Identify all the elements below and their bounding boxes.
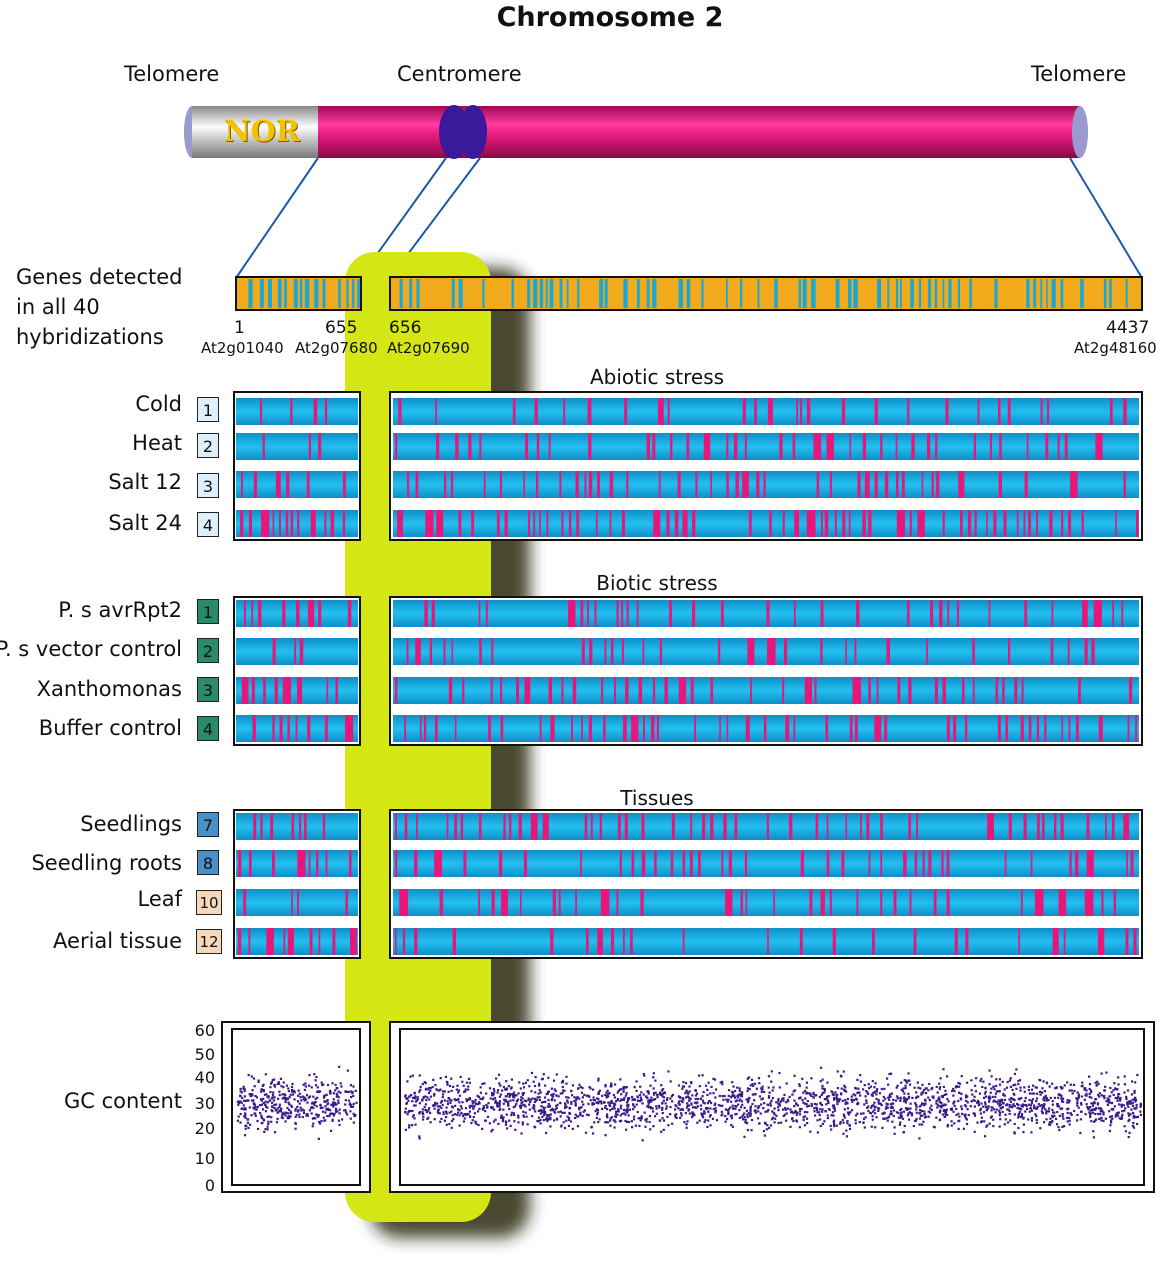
section-title-biotic: Biotic stress	[596, 571, 718, 595]
left-start-id: At2g01040	[201, 339, 284, 357]
track-left	[236, 471, 358, 498]
track-right	[393, 928, 1139, 955]
gc-tick: 10	[194, 1149, 215, 1168]
row-label: Seedling roots	[31, 851, 182, 875]
gc-tick: 20	[194, 1119, 215, 1138]
row-label: Cold	[135, 392, 182, 416]
track-left	[236, 813, 358, 840]
genes-detected-label: Genes detected in all 40 hybridizations	[16, 265, 183, 349]
track-right	[393, 600, 1139, 627]
track-left	[236, 433, 358, 460]
track-left	[236, 889, 358, 916]
expression-tracks	[233, 276, 1143, 959]
gc-tick: 50	[194, 1045, 215, 1064]
row-label: Buffer control	[38, 716, 182, 740]
row-badge: 7	[197, 812, 219, 837]
genes-detected-right-bar	[389, 276, 1143, 311]
row-badge: 1	[197, 397, 219, 422]
right-telomere-label: Telomere	[1031, 62, 1127, 86]
track-right	[393, 471, 1139, 498]
gc-content-label: GC content	[64, 1089, 183, 1113]
row-badge: 1	[197, 599, 219, 624]
track-left	[236, 677, 358, 704]
row-label: Seedlings	[80, 812, 182, 836]
gc-tick: 30	[194, 1094, 215, 1113]
gc-tick: 0	[204, 1176, 215, 1195]
row-badge: 4	[197, 716, 219, 741]
track-right	[393, 889, 1139, 916]
track-right	[393, 715, 1139, 742]
gc-content-plot	[221, 1021, 1155, 1193]
left-start-index: 1	[234, 318, 245, 338]
chromosome-body	[184, 105, 1088, 159]
right-end-index: 4437	[1106, 318, 1150, 338]
figure-title: Chromosome 2	[496, 2, 724, 33]
chromosome-arm	[318, 106, 1080, 158]
row-badge: 3	[197, 677, 219, 702]
nor-region	[192, 106, 318, 158]
gc-left-points	[236, 1065, 358, 1140]
row-label: Salt 12	[108, 470, 182, 494]
track-left	[236, 850, 358, 877]
track-right	[393, 850, 1139, 877]
row-badge: 10	[196, 890, 222, 915]
section-title-tissues: Tissues	[620, 786, 694, 810]
row-badge: 4	[197, 512, 219, 537]
track-right	[393, 510, 1139, 537]
right-start-id: At2g07690	[387, 339, 470, 357]
left-end-index: 655	[325, 318, 358, 338]
row-badge: 3	[197, 473, 219, 498]
row-badge: 12	[196, 929, 222, 954]
row-badge: 2	[197, 638, 219, 663]
left-telomere-label: Telomere	[124, 62, 220, 86]
track-left	[236, 600, 358, 627]
track-left	[236, 638, 358, 665]
track-left	[236, 928, 358, 955]
centromere-label: Centromere	[397, 62, 522, 86]
track-right	[393, 813, 1139, 840]
row-label: Heat	[132, 431, 182, 455]
gc-tick: 40	[194, 1068, 215, 1087]
right-cap	[1072, 106, 1088, 158]
right-start-index: 656	[389, 318, 422, 338]
section-title-abiotic: Abiotic stress	[589, 365, 725, 389]
centromere-right	[459, 105, 487, 159]
row-label: P. s vector control	[0, 637, 182, 661]
row-label: Aerial tissue	[53, 929, 182, 953]
row-badge: 2	[197, 433, 219, 458]
row-label: P. s avrRpt2	[58, 598, 182, 622]
track-right	[393, 677, 1139, 704]
nor-label: NOR	[224, 114, 300, 148]
track-right	[393, 433, 1139, 460]
track-right	[393, 398, 1139, 425]
row-label: Leaf	[137, 887, 182, 911]
track-right	[393, 638, 1139, 665]
track-left	[236, 398, 358, 425]
left-end-id: At2g07680	[295, 339, 378, 357]
gc-right-points	[404, 1066, 1143, 1142]
row-badge: 8	[197, 850, 219, 875]
row-label: Salt 24	[108, 511, 182, 535]
track-left	[236, 510, 358, 537]
row-label: Xanthomonas	[36, 677, 182, 701]
genes-detected-left-bar	[235, 276, 362, 311]
gc-tick: 60	[194, 1021, 215, 1040]
track-left	[236, 715, 358, 742]
right-end-id: At2g48160	[1074, 339, 1156, 357]
